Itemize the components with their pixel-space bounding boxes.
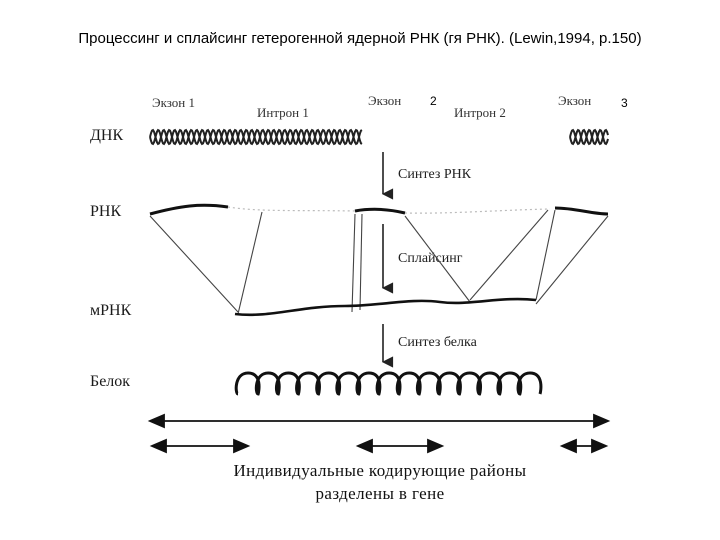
- rna-exon-3: [555, 208, 608, 214]
- rna-synthesis-label: Синтез РНК: [398, 167, 472, 182]
- rna-exon-2: [355, 209, 405, 213]
- splicing-label: Сплайсинг: [398, 251, 463, 266]
- coding-region-1-arrow: [152, 440, 248, 452]
- rna-intron-2: [405, 209, 550, 213]
- exon-2-number: 2: [430, 94, 437, 108]
- protein-row-label: Белок: [90, 373, 130, 390]
- mrna-row-label: мРНК: [90, 302, 132, 319]
- protein-coil: [236, 373, 541, 394]
- rna-intron-1: [228, 207, 355, 211]
- intron-2-label: Интрон 2: [454, 105, 506, 120]
- protein-synthesis-label: Синтез белка: [398, 335, 478, 350]
- exon-2-label: Экзон: [368, 93, 401, 108]
- exon-3-label: Экзон: [558, 93, 591, 108]
- exon-3-number: 3: [621, 96, 628, 110]
- gene-length-arrow: [150, 415, 608, 427]
- exon-1-label: Экзон 1: [152, 95, 195, 110]
- splice-connectors: [150, 210, 608, 314]
- rna-exon-1: [150, 205, 228, 214]
- caption-line-2: разделены в гене: [315, 484, 444, 503]
- pre-mrna-strand: [150, 205, 608, 214]
- mrna-strand: [235, 299, 536, 315]
- coding-region-2-arrow: [358, 440, 442, 452]
- caption-line-1: Индивидуальные кодирующие районы: [234, 461, 527, 480]
- coding-region-3-arrow: [562, 440, 606, 452]
- dna-row-label: ДНК: [90, 127, 123, 144]
- dna-helix: [150, 130, 608, 144]
- intron-1-label: Интрон 1: [257, 105, 309, 120]
- rna-row-label: РНК: [90, 203, 121, 220]
